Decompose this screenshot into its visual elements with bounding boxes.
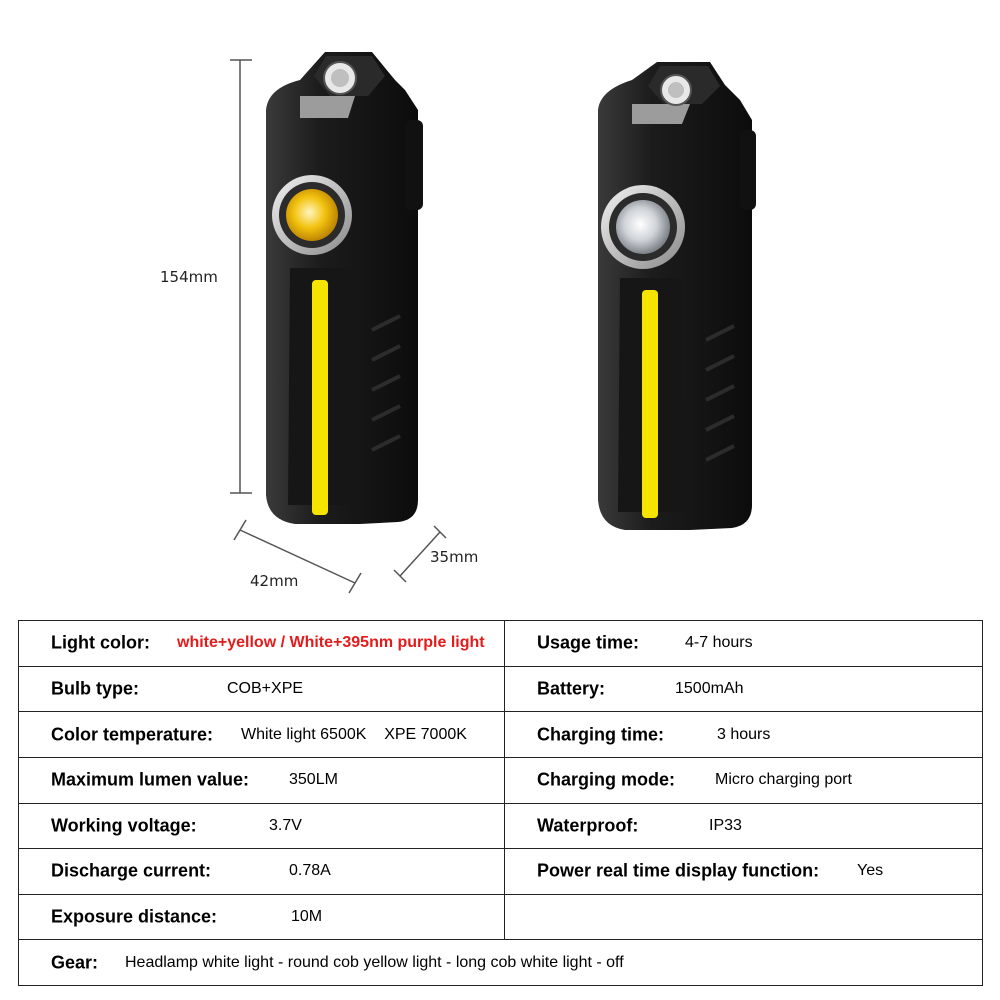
spec-label: Light color: bbox=[51, 632, 150, 653]
spec-waterproof: Waterproof: IP33 bbox=[504, 802, 983, 850]
spec-light-color: Light color: white+yellow / White+395nm … bbox=[18, 620, 505, 667]
table-row: Light color: white+yellow / White+395nm … bbox=[18, 620, 983, 667]
specifications-table: Light color: white+yellow / White+395nm … bbox=[18, 620, 983, 986]
spec-label: Exposure distance: bbox=[51, 906, 218, 927]
spec-label: Usage time: bbox=[537, 632, 640, 653]
spec-value: 3 hours bbox=[717, 725, 771, 743]
depth-dimension-label: 35mm bbox=[430, 548, 479, 566]
spec-label: Discharge current: bbox=[51, 860, 212, 881]
depth-dimension-line bbox=[393, 525, 447, 583]
spec-working-voltage: Working voltage: 3.7V bbox=[18, 802, 505, 850]
product-illustration bbox=[230, 52, 756, 594]
spec-label: Waterproof: bbox=[537, 815, 639, 836]
spec-charging-mode: Charging mode: Micro charging port bbox=[504, 756, 983, 804]
flashlight-right bbox=[598, 62, 756, 530]
spec-exposure-distance: Exposure distance: 10M bbox=[18, 893, 505, 941]
spec-value: 10M bbox=[291, 908, 323, 926]
spec-power-display: Power real time display function: Yes bbox=[504, 848, 983, 895]
spec-value: 350LM bbox=[289, 771, 338, 789]
spec-value: 0.78A bbox=[289, 862, 331, 880]
spec-label: Charging mode: bbox=[537, 769, 675, 790]
spec-value: Yes bbox=[857, 862, 884, 880]
spec-label: Power real time display function: bbox=[537, 860, 820, 881]
flashlight-left bbox=[266, 52, 423, 524]
table-row: Bulb type: COB+XPE Battery: 1500mAh bbox=[18, 665, 983, 713]
spec-gear: Gear: Headlamp white light - round cob y… bbox=[18, 939, 983, 986]
spec-label: Charging time: bbox=[537, 724, 665, 745]
spec-value: COB+XPE bbox=[227, 679, 304, 697]
spec-value: Headlamp white light - round cob yellow … bbox=[125, 953, 624, 971]
table-row: Working voltage: 3.7V Waterproof: IP33 bbox=[18, 802, 983, 850]
spec-charging-time: Charging time: 3 hours bbox=[504, 711, 983, 758]
spec-label: Maximum lumen value: bbox=[51, 769, 250, 790]
spec-value: white+yellow / White+395nm purple light bbox=[177, 634, 485, 652]
spec-empty-cell bbox=[504, 893, 983, 941]
width-dimension-line bbox=[233, 519, 362, 594]
spec-value: Micro charging port bbox=[715, 771, 852, 789]
table-row: Gear: Headlamp white light - round cob y… bbox=[18, 939, 983, 986]
table-row: Exposure distance: 10M bbox=[18, 893, 983, 941]
spec-value: White light 6500K XPE 7000K bbox=[241, 725, 467, 743]
height-dimension-line bbox=[230, 59, 252, 494]
height-dimension-label: 154mm bbox=[160, 268, 218, 286]
table-row: Discharge current: 0.78A Power real time… bbox=[18, 848, 983, 895]
width-dimension-label: 42mm bbox=[250, 572, 299, 590]
spec-label: Bulb type: bbox=[51, 678, 139, 699]
table-row: Color temperature: White light 6500K XPE… bbox=[18, 711, 983, 758]
spec-bulb-type: Bulb type: COB+XPE bbox=[18, 665, 505, 713]
spec-value: 4-7 hours bbox=[685, 634, 753, 652]
spec-label: Working voltage: bbox=[51, 815, 197, 836]
spec-color-temperature: Color temperature: White light 6500K XPE… bbox=[18, 711, 505, 758]
spec-label: Color temperature: bbox=[51, 724, 214, 745]
spec-value: 1500mAh bbox=[675, 679, 744, 697]
spec-value: 3.7V bbox=[269, 816, 302, 834]
spec-value: IP33 bbox=[709, 816, 742, 834]
spec-discharge-current: Discharge current: 0.78A bbox=[18, 848, 505, 895]
spec-battery: Battery: 1500mAh bbox=[504, 665, 983, 713]
spec-usage-time: Usage time: 4-7 hours bbox=[504, 620, 983, 667]
table-row: Maximum lumen value: 350LM Charging mode… bbox=[18, 756, 983, 804]
spec-label: Battery: bbox=[537, 678, 606, 699]
spec-maximum-lumen: Maximum lumen value: 350LM bbox=[18, 756, 505, 804]
spec-label: Gear: bbox=[51, 952, 99, 973]
